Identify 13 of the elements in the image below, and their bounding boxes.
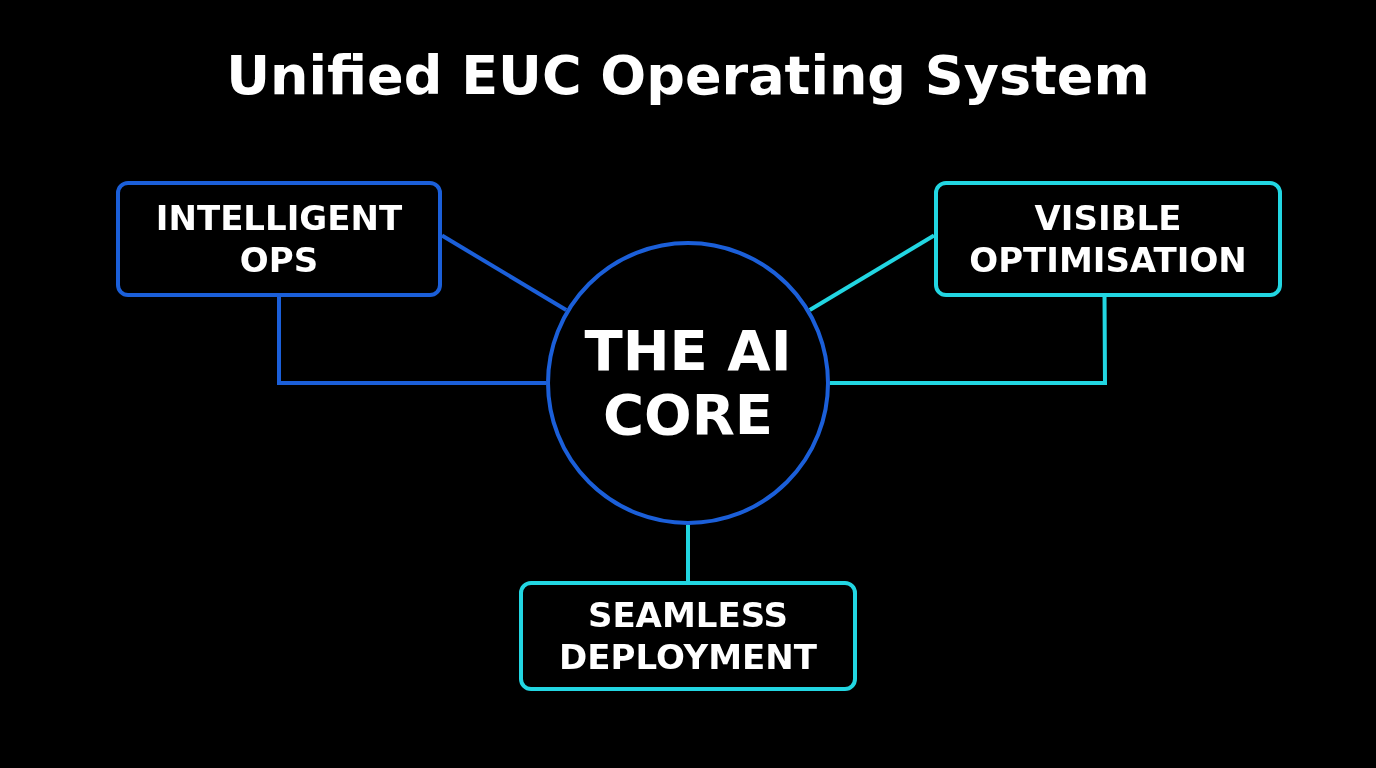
- process-box: [519, 581, 857, 691]
- node-label: INTELLIGENT OPS: [154, 197, 404, 281]
- process-box: [116, 181, 442, 297]
- connector-line: [440, 233, 568, 312]
- process-box: [934, 181, 1282, 297]
- diagram-title: Unified EUC Operating System: [226, 44, 1150, 108]
- node-label: THE AI CORE: [583, 319, 793, 447]
- node-label: SEAMLESS DEPLOYMENT: [558, 594, 818, 678]
- connector-line: [277, 297, 546, 385]
- connector-line: [686, 525, 690, 581]
- connector-line: [830, 297, 1107, 385]
- node-label: VISIBLE OPTIMISATION: [968, 197, 1248, 281]
- connector-line: [808, 233, 936, 312]
